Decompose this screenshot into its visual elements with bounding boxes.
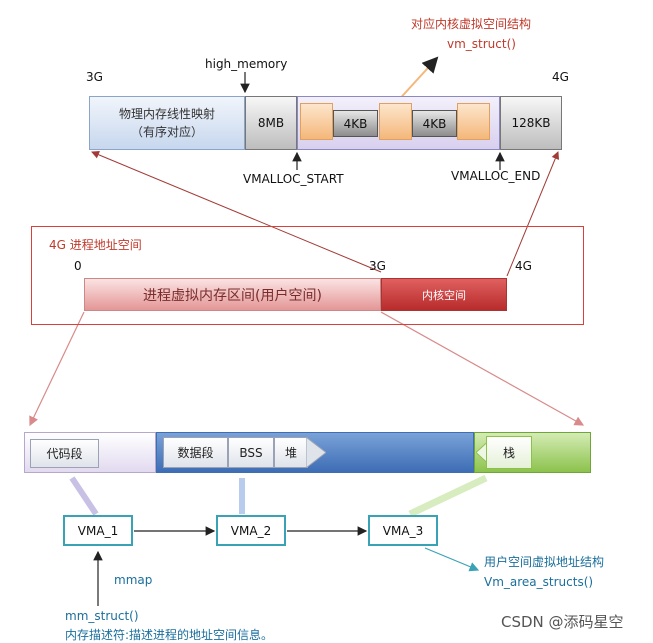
guard-page-a: 4KB (333, 110, 378, 137)
guard-page-b: 4KB (412, 110, 457, 137)
gap-8mb-label: 8MB (257, 116, 285, 130)
address-space-title: 4G 进程地址空间 (49, 238, 142, 252)
vma-1-node: VMA_1 (63, 515, 133, 546)
high-memory-label: high_memory (205, 57, 288, 71)
vm-area-chunk-2 (379, 103, 412, 140)
kernel-space-block: 内核空间 (381, 278, 507, 311)
mm-struct-label: mm_struct() (65, 609, 139, 623)
kernel-left-addr: 3G (86, 70, 103, 84)
vmalloc-end-label: VMALLOC_END (451, 169, 541, 183)
map-4g-line (506, 151, 560, 277)
stack-label: 栈 (502, 446, 515, 460)
vma-2-node: VMA_2 (216, 515, 286, 546)
stack-block: 栈 (486, 436, 532, 469)
vma-3-label: VMA_3 (382, 523, 424, 538)
gap-128kb-block: 128KB (500, 96, 562, 150)
vm-area-title: 用户空间虚拟地址结构 (484, 555, 605, 569)
addr-3g-label: 3G (369, 259, 386, 273)
vma-3-node: VMA_3 (368, 515, 438, 546)
mmap-label: mmap (114, 573, 153, 587)
data-segment-label: 数据段 (177, 446, 214, 460)
kernel-right-addr: 4G (552, 70, 569, 84)
addr-4g-label: 4G (515, 259, 532, 273)
heap-label: 堆 (284, 446, 297, 460)
bss-label: BSS (239, 445, 263, 460)
vma-2-label: VMA_2 (230, 523, 272, 538)
physmap-line1: 物理内存线性映射 (118, 107, 215, 121)
gap-8mb-block: 8MB (245, 96, 297, 150)
map-3g-line (91, 150, 382, 273)
guard-page-a-label: 4KB (343, 116, 368, 131)
watermark: CSDN @添码星空 (501, 613, 624, 631)
vmalloc-start-label: VMALLOC_START (243, 172, 344, 186)
physmap-line2: （有序对应） (130, 125, 203, 139)
heap-grow-arrow-icon (306, 437, 326, 468)
code-segment-block: 代码段 (30, 439, 99, 468)
bss-block: BSS (228, 437, 274, 468)
mm-struct-description: 内存描述符:描述进程的地址空间信息。 (65, 628, 274, 642)
code-segment-label: 代码段 (46, 447, 83, 461)
vma-1-label: VMA_1 (77, 523, 119, 538)
process-address-space-frame (31, 226, 584, 325)
map-0-line (29, 311, 85, 427)
vma3-label-arrow (424, 547, 480, 572)
vm-struct-label: vm_struct() (447, 37, 516, 51)
heap-block: 堆 (274, 437, 308, 468)
addr-0-label: 0 (74, 259, 82, 273)
vma3-to-stack-arrow (408, 474, 488, 518)
vm-area-chunk-3 (457, 103, 490, 140)
guard-page-b-label: 4KB (422, 116, 447, 131)
map-3g-user-line (380, 311, 585, 426)
kernel-struct-title: 对应内核虚拟空间结构 (411, 17, 532, 31)
data-segment-block: 数据段 (163, 437, 228, 468)
kernel-space-label: 内核空间 (422, 288, 466, 302)
user-space-block: 进程虚拟内存区间(用户空间) (84, 278, 381, 311)
physical-linear-map-block: 物理内存线性映射 （有序对应） (89, 96, 245, 150)
vm-area-struct-label: Vm_area_structs() (484, 575, 594, 589)
vma1-to-code-arrow (69, 476, 99, 516)
gap-128kb-label: 128KB (511, 116, 551, 130)
user-space-label: 进程虚拟内存区间(用户空间) (143, 287, 322, 304)
vm-area-chunk-1 (300, 103, 333, 140)
